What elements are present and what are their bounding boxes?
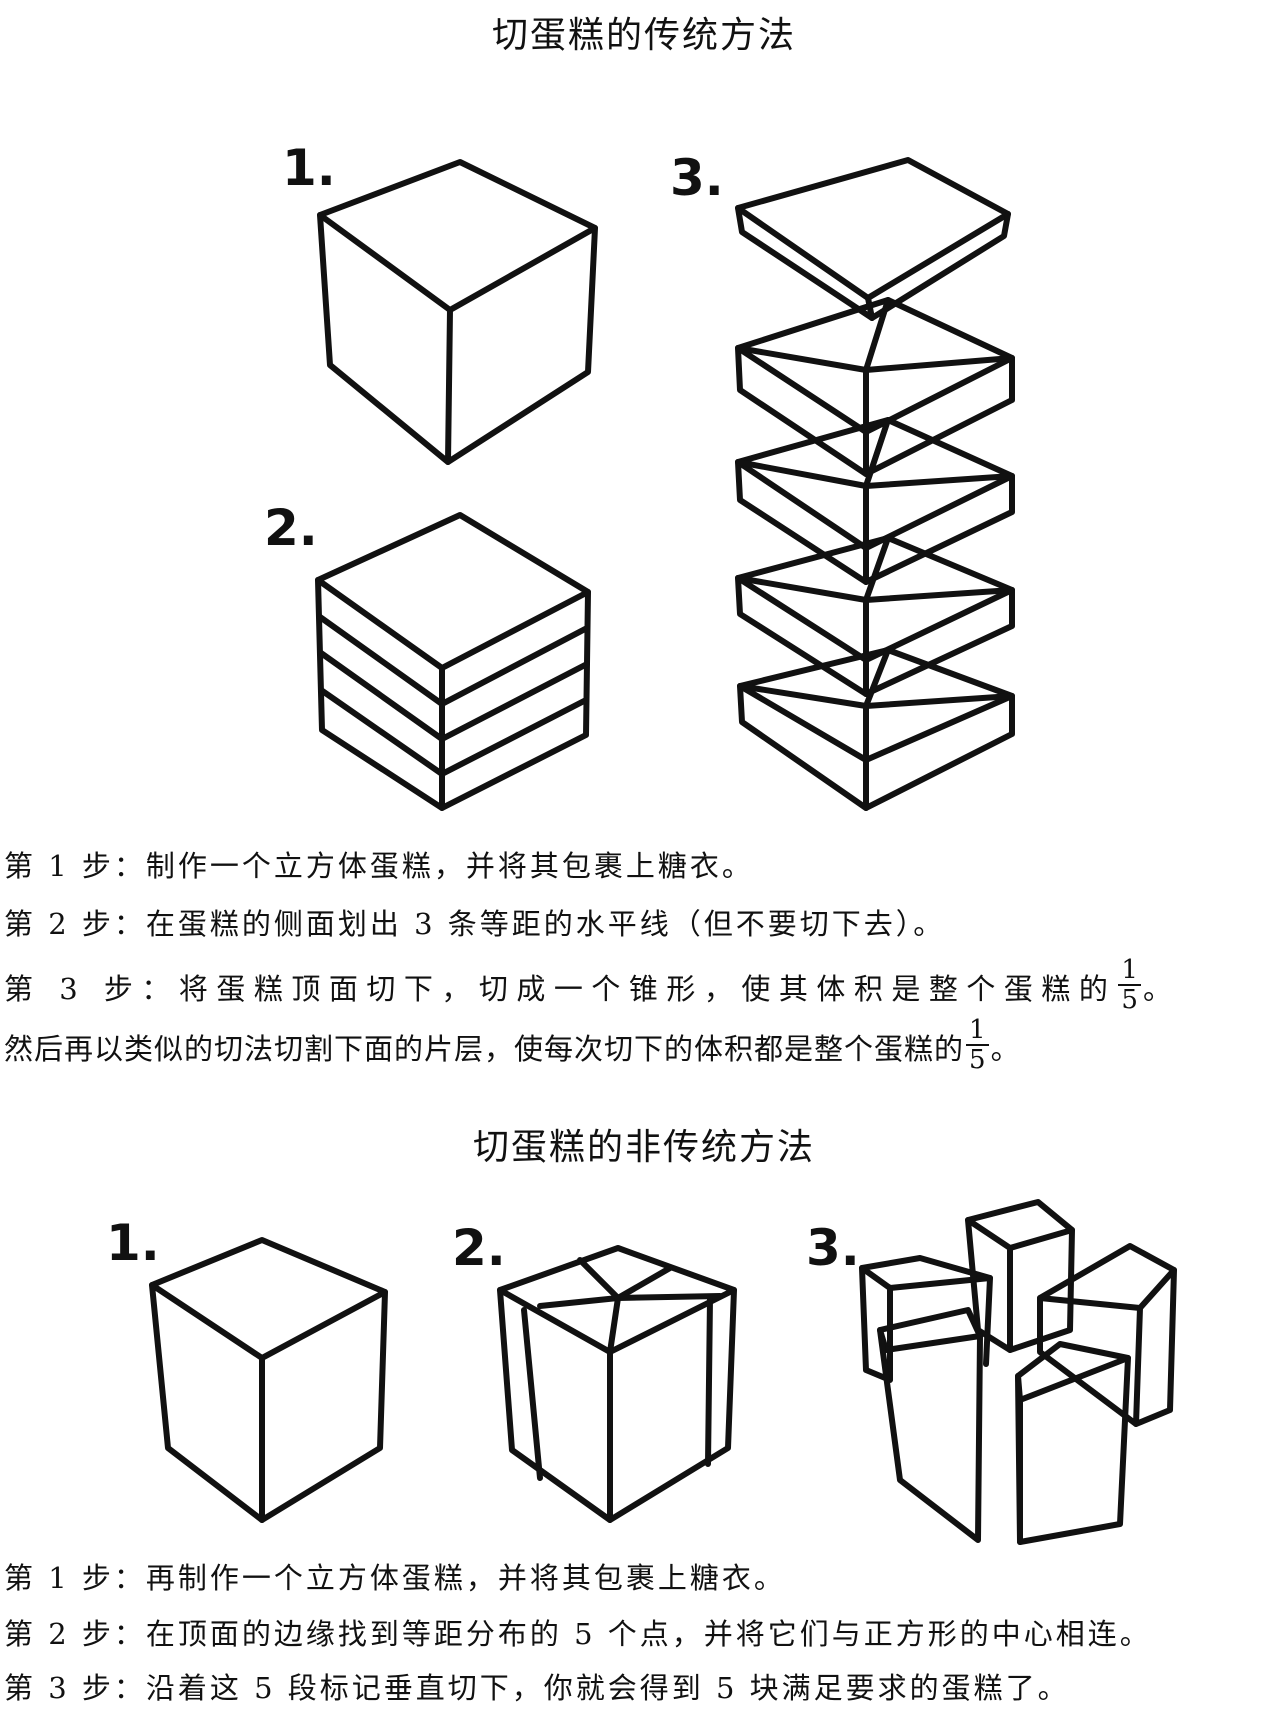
step-label-2: 2. xyxy=(452,1219,506,1277)
step-label-2: 2. xyxy=(264,499,318,557)
top-slice xyxy=(735,157,1011,321)
cube-whole xyxy=(149,1237,388,1523)
cake-slice xyxy=(735,535,1015,697)
unconventional-step-2: 第 2 步：在顶面的边缘找到等距分布的 5 个点，并将它们与正方形的中心相连。 xyxy=(4,1617,1152,1651)
traditional-step-1: 第 1 步：制作一个立方体蛋糕，并将其包裹上糖衣。 xyxy=(4,849,754,883)
cube-marked xyxy=(497,1245,737,1523)
unconventional-illustration: 1. 2. 3. xyxy=(106,1199,1177,1545)
cube-whole xyxy=(317,159,598,465)
cake-slice xyxy=(735,417,1015,585)
step-label-1: 1. xyxy=(106,1214,160,1272)
cake-slice xyxy=(737,647,1015,811)
traditional-title: 切蛋糕的传统方法 xyxy=(491,15,796,56)
cake-piece xyxy=(1037,1243,1177,1427)
cake-piece xyxy=(859,1255,993,1383)
cake-piece xyxy=(1015,1341,1131,1545)
unconventional-step-1: 第 1 步：再制作一个立方体蛋糕，并将其包裹上糖衣。 xyxy=(4,1561,786,1595)
cube-scored-layers xyxy=(315,512,591,811)
cake-slice xyxy=(735,297,1015,477)
traditional-illustration: 1. 2. 3. xyxy=(264,139,1015,811)
step-label-3: 3. xyxy=(806,1219,860,1277)
unconventional-title: 切蛋糕的非传统方法 xyxy=(472,1127,815,1168)
cake-piece xyxy=(877,1307,983,1543)
step-label-1: 1. xyxy=(282,139,336,197)
unconventional-step-3: 第 3 步：沿着这 5 段标记垂直切下，你就会得到 5 块满足要求的蛋糕了。 xyxy=(4,1671,1070,1705)
step-label-3: 3. xyxy=(670,149,724,207)
traditional-step-2: 第 2 步：在蛋糕的侧面划出 3 条等距的水平线（但不要切下去）。 xyxy=(4,907,946,941)
cake-piece xyxy=(965,1199,1075,1353)
